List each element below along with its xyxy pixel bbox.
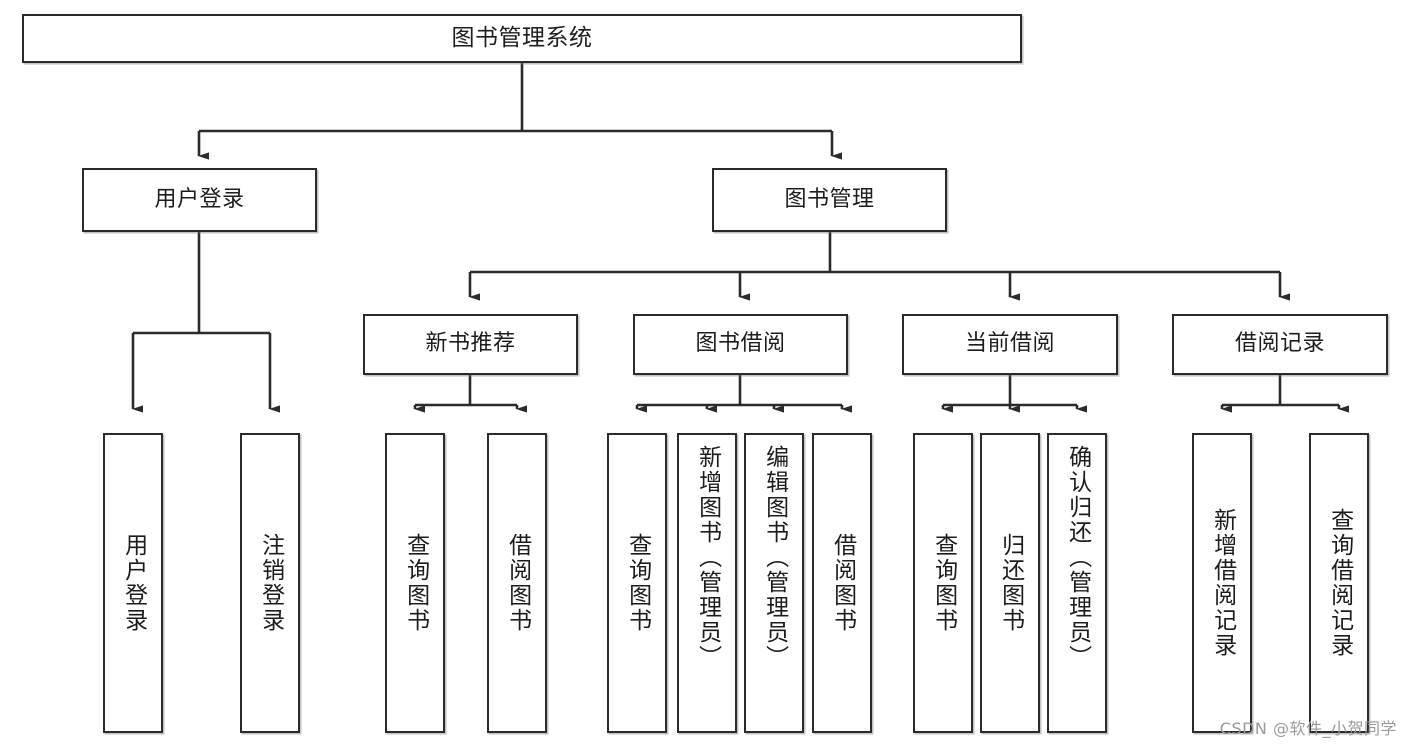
leaf-add-book-label: 新增图书（管理员） [694, 445, 721, 670]
leaf-logout-label: 注销登录 [257, 533, 284, 633]
node-new-book-rec[interactable]: 新书推荐 [363, 314, 578, 375]
leaf-return-book[interactable]: 归还图书 [980, 433, 1040, 733]
leaf-edit-book-label: 编辑图书（管理员） [761, 445, 788, 670]
leaf-add-record-label: 新增借阅记录 [1209, 508, 1236, 658]
leaf-borrow-book-2[interactable]: 借阅图书 [812, 433, 872, 733]
leaf-query-book-2-label: 查询图书 [624, 533, 651, 633]
node-user-login[interactable]: 用户登录 [82, 168, 317, 232]
leaf-add-book[interactable]: 新增图书（管理员） [677, 433, 737, 733]
node-new-book-rec-label: 新书推荐 [425, 331, 516, 357]
leaf-borrow-book-2-label: 借阅图书 [829, 533, 856, 633]
leaf-user-login[interactable]: 用户登录 [103, 433, 163, 733]
leaf-return-book-label: 归还图书 [997, 533, 1024, 633]
leaf-user-login-label: 用户登录 [120, 533, 147, 633]
node-book-borrow[interactable]: 图书借阅 [633, 314, 848, 375]
leaf-logout[interactable]: 注销登录 [240, 433, 300, 733]
leaf-confirm-return[interactable]: 确认归还（管理员） [1047, 433, 1107, 733]
leaf-borrow-book-1-label: 借阅图书 [504, 533, 531, 633]
leaf-query-book-3-label: 查询图书 [930, 533, 957, 633]
node-book-manage-label: 图书管理 [784, 186, 875, 212]
leaf-edit-book[interactable]: 编辑图书（管理员） [744, 433, 804, 733]
node-root[interactable]: 图书管理系统 [22, 14, 1022, 63]
node-book-manage[interactable]: 图书管理 [712, 168, 947, 232]
leaf-borrow-book-1[interactable]: 借阅图书 [487, 433, 547, 733]
watermark-text: CSDN @软件_小贺同学 [1219, 719, 1397, 738]
leaf-query-book-3[interactable]: 查询图书 [913, 433, 973, 733]
node-current-borrow[interactable]: 当前借阅 [902, 314, 1118, 375]
leaf-query-record-label: 查询借阅记录 [1326, 508, 1353, 658]
leaf-query-book-1-label: 查询图书 [402, 533, 429, 633]
node-root-label: 图书管理系统 [451, 24, 593, 51]
leaf-add-record[interactable]: 新增借阅记录 [1192, 433, 1252, 733]
leaf-query-book-2[interactable]: 查询图书 [607, 433, 667, 733]
node-current-borrow-label: 当前借阅 [964, 331, 1055, 357]
leaf-query-record[interactable]: 查询借阅记录 [1309, 433, 1369, 733]
node-user-login-label: 用户登录 [154, 186, 245, 212]
node-book-borrow-label: 图书借阅 [695, 331, 786, 357]
node-borrow-record[interactable]: 借阅记录 [1172, 314, 1388, 375]
node-borrow-record-label: 借阅记录 [1234, 331, 1325, 357]
leaf-query-book-1[interactable]: 查询图书 [385, 433, 445, 733]
leaf-confirm-return-label: 确认归还（管理员） [1064, 445, 1091, 670]
